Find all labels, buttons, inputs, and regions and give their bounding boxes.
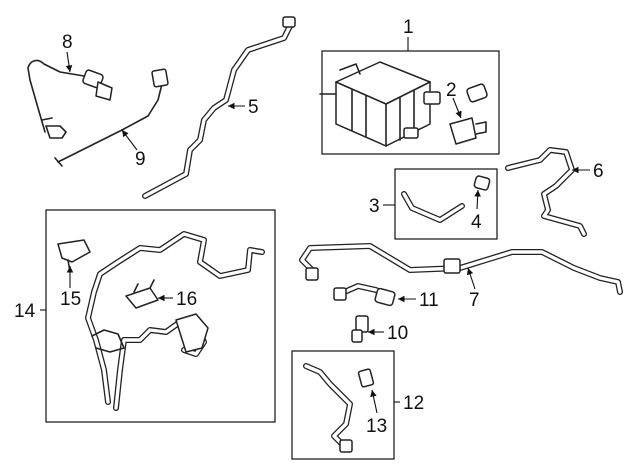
callout-10: 10	[387, 323, 408, 344]
evap-canister-part-1	[319, 61, 441, 147]
callout-15: 15	[60, 289, 81, 310]
purge-valve-part-2	[449, 83, 488, 145]
leader-7	[466, 267, 476, 290]
callout-5: 5	[248, 97, 259, 118]
callout-2: 2	[446, 80, 457, 101]
box-part-14-assembly	[45, 209, 276, 423]
leader-9	[121, 129, 138, 151]
sensor-part-10	[351, 315, 369, 343]
callout-11: 11	[419, 290, 439, 311]
callout-8: 8	[62, 32, 73, 53]
callout-3: 3	[369, 196, 380, 217]
sensor-part-15	[57, 239, 91, 273]
callout-12: 12	[403, 393, 424, 414]
box-part-1-assembly	[321, 50, 500, 155]
leader-13	[370, 389, 378, 414]
vapor-tube-part-5	[142, 16, 296, 199]
callout-13: 13	[366, 416, 387, 437]
box-part-12-assembly	[291, 350, 395, 460]
fitting-part-13	[357, 368, 375, 388]
vapor-tube-part-6	[505, 147, 587, 237]
leader-8	[65, 51, 73, 73]
oxygen-sensor-part-8	[27, 59, 113, 139]
hose-part-12	[303, 363, 353, 453]
callout-4: 4	[471, 212, 482, 233]
callout-6: 6	[593, 161, 604, 182]
callout-14: 14	[14, 301, 36, 322]
fitting-part-4	[473, 175, 491, 191]
leader-4	[474, 189, 481, 210]
callout-9: 9	[135, 149, 146, 170]
hose-part-3	[401, 191, 465, 223]
valve-part-16	[125, 279, 159, 309]
harness-part-14	[85, 231, 265, 411]
connector-part-11	[333, 283, 396, 307]
leader-2	[452, 97, 462, 119]
callout-16: 16	[176, 289, 197, 310]
box-part-3-assembly	[394, 168, 498, 240]
callout-7: 7	[469, 290, 480, 311]
vapor-line-part-7	[299, 243, 623, 295]
sensor-harness-part-9	[54, 68, 169, 167]
callout-1: 1	[403, 17, 414, 38]
